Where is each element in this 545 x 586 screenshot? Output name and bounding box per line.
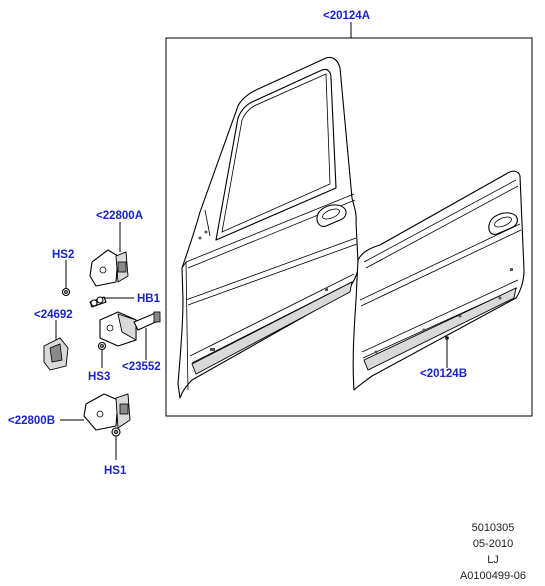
hinge-screw-hs1-drawing[interactable]	[111, 427, 121, 437]
leader-lines	[55, 22, 449, 460]
door-check-strap-drawing[interactable]	[99, 311, 161, 347]
callout-rear-door-shell[interactable]: <20124B	[420, 368, 467, 380]
callout-lower-hinge[interactable]: <22800B	[8, 415, 55, 427]
footer-illustration-id: A0100499-06	[459, 570, 527, 582]
footer-code: 5010305	[471, 522, 515, 534]
rear-door-shell-drawing[interactable]	[352, 170, 525, 391]
callout-front-door-shell[interactable]: <20124A	[323, 10, 370, 22]
callout-hinge-bolt-hb1[interactable]: HB1	[137, 293, 161, 305]
lower-hinge-drawing[interactable]	[83, 393, 131, 431]
hinge-screw-hs2-drawing[interactable]	[61, 287, 71, 297]
callout-door-check-strap[interactable]: <23552	[122, 361, 161, 373]
callout-check-strap-cover[interactable]: <24692	[34, 309, 73, 321]
hinge-bolt-hb1-drawing[interactable]	[89, 296, 107, 308]
check-strap-cover-drawing[interactable]	[43, 337, 69, 371]
callout-hinge-screw-hs2[interactable]: HS2	[52, 249, 74, 261]
front-door-shell-drawing[interactable]	[177, 56, 359, 399]
callout-hinge-screw-hs3[interactable]: HS3	[88, 371, 110, 383]
footer-metadata: 5010305 05-2010 LJ A0100499-06	[453, 520, 533, 584]
door-shell-frame	[165, 37, 533, 417]
upper-hinge-drawing[interactable]	[89, 249, 129, 287]
callout-hinge-screw-hs1[interactable]: HS1	[104, 465, 127, 477]
hinge-screw-hs3-drawing[interactable]	[97, 341, 107, 351]
callout-upper-hinge[interactable]: <22800A	[96, 210, 143, 222]
footer-initials: LJ	[487, 554, 499, 566]
footer-date: 05-2010	[472, 538, 514, 550]
